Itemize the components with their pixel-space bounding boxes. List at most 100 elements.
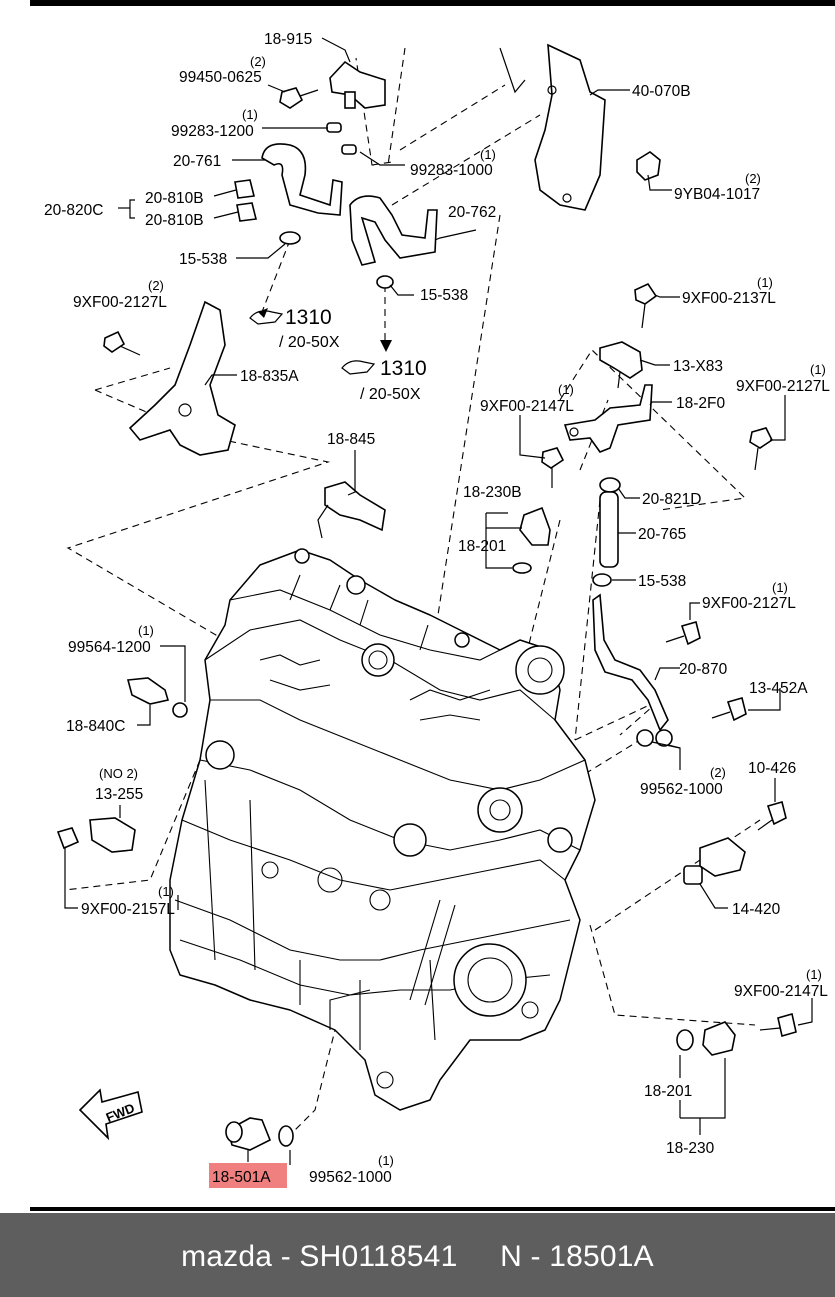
highlight-box (209, 1163, 287, 1188)
label-20-50X: / 20-50X (360, 386, 421, 403)
valve-14-420 (683, 837, 746, 885)
sensor-18-230 (702, 1021, 736, 1056)
bolt-9XF00-2137L (634, 282, 658, 329)
label-99564-1200: 99564-1200 (68, 639, 151, 656)
bracket-18-835A (128, 300, 236, 456)
label-15-538: 15-538 (638, 573, 686, 590)
label-14-420: 14-420 (732, 901, 781, 918)
sensor-18-230B (519, 506, 551, 546)
clips-20-810B (234, 179, 257, 222)
label-13-452A: 13-452A (749, 680, 808, 697)
label-20-810B: 20-810B (145, 212, 204, 229)
gasket-99562-1000-b (278, 1125, 294, 1147)
footer-bar: mazda - SH0118541 N - 18501A (0, 1213, 835, 1297)
label-20-765: 20-765 (638, 526, 686, 543)
label-18-201: 18-201 (458, 538, 506, 555)
bolt-9XF00-2127L-c (665, 621, 701, 646)
sensor-18-845 (317, 481, 386, 539)
label-qty: (1) (480, 147, 496, 162)
fwd-arrow (78, 1088, 143, 1141)
bolt-9XF00-2127L-a (103, 330, 141, 356)
sensor-13-X83 (599, 341, 643, 389)
label-18-915: 18-915 (264, 31, 312, 48)
label-99450-0625: 99450-0625 (179, 69, 262, 86)
nut-9YB04-1017 (636, 151, 661, 181)
label-15-538: 15-538 (420, 287, 468, 304)
leader-lines (64, 37, 813, 1165)
label-20-50X: / 20-50X (279, 334, 340, 351)
clamp-20-821D (599, 477, 621, 493)
bolt-9XF00-2157L (56, 827, 80, 850)
label-20-762: 20-762 (448, 204, 496, 221)
hose-20-762 (349, 195, 438, 266)
bracket-18-2F0 (563, 384, 653, 453)
clip-99283-1000 (341, 144, 357, 155)
sensor-18-501A (225, 1117, 272, 1151)
label-20-820C: 20-820C (44, 202, 103, 219)
sensor-13-255 (89, 817, 136, 853)
label-9XF00-2147L: 9XF00-2147L (734, 983, 828, 1000)
label-qty: (1) (138, 623, 154, 638)
labels: 18-915 (2) 99450-0625 (1) 99283-1200 20-… (44, 31, 830, 1186)
label-no2: (NO 2) (99, 766, 138, 781)
label-18-501A: 18-501A (212, 1169, 271, 1186)
bolt-9XF00-2147L-b (759, 1012, 797, 1038)
gaskets-99562-1000-a (636, 729, 673, 747)
label-20-810B: 20-810B (145, 190, 204, 207)
top-border (30, 0, 835, 6)
label-13-X83: 13-X83 (673, 358, 723, 375)
engine-block (169, 548, 596, 1111)
label-qty: (2) (710, 765, 726, 780)
label-qty: (1) (806, 967, 822, 982)
label-qty: (1) (757, 275, 773, 290)
label-9XF00-2137L: 9XF00-2137L (682, 290, 776, 307)
label-99562-1000: 99562-1000 (309, 1169, 392, 1186)
footer-title: mazda - SH0118541 N - 18501A (181, 1240, 654, 1273)
label-1310: 1310 (380, 357, 427, 380)
label-qty: (1) (158, 884, 174, 899)
parts-diagram: 18-915 (2) 99450-0625 (1) 99283-1200 20-… (44, 31, 830, 1188)
clip-99283-1200 (326, 122, 342, 133)
label-18-835A: 18-835A (240, 368, 299, 385)
label-10-426: 10-426 (748, 760, 796, 777)
pipe-20-870 (592, 593, 669, 732)
dashed-guides (64, 47, 761, 1131)
label-15-538: 15-538 (179, 251, 227, 268)
label-9XF00-2127L: 9XF00-2127L (702, 595, 796, 612)
label-qty: (1) (242, 107, 258, 122)
label-qty: (2) (745, 171, 761, 186)
label-18-201: 18-201 (644, 1083, 692, 1100)
label-13-255: 13-255 (95, 786, 143, 803)
bolt-13-452A (711, 697, 747, 722)
label-99283-1000: 99283-1000 (410, 162, 493, 179)
label-9XF00-2127L: 9XF00-2127L (736, 378, 830, 395)
label-qty: (2) (148, 278, 164, 293)
bolt-10-426 (757, 801, 787, 831)
label-20-870: 20-870 (679, 661, 728, 678)
oring-18-201-b (676, 1029, 694, 1051)
label-18-230: 18-230 (666, 1140, 715, 1157)
part-18-915 (329, 60, 386, 109)
label-20-821D: 20-821D (642, 491, 701, 508)
bolt-9XF00-2127L-b (749, 427, 774, 471)
label-9XF00-2147L: 9XF00-2147L (480, 398, 574, 415)
clamp-15-538-c (592, 573, 612, 587)
label-18-230B: 18-230B (463, 484, 522, 501)
label-99283-1200: 99283-1200 (171, 123, 254, 140)
bolt-99450-0625 (279, 87, 319, 109)
label-qty: (1) (810, 362, 826, 377)
hose-20-761 (261, 143, 343, 216)
bolt-9XF00-2147L-a (541, 447, 565, 488)
label-qty: (1) (558, 382, 574, 397)
label-18-845: 18-845 (327, 431, 375, 448)
bracket-40-070B (499, 43, 606, 211)
arrow-pointers (249, 308, 392, 375)
label-9XF00-2127L: 9XF00-2127L (73, 294, 167, 311)
label-qty: (1) (378, 1153, 394, 1168)
label-1310: 1310 (285, 306, 332, 329)
label-20-761: 20-761 (173, 153, 221, 170)
clamp-15-538-a (279, 231, 301, 245)
label-9YB04-1017: 9YB04-1017 (674, 186, 760, 203)
oring-18-201-a (512, 562, 532, 574)
label-qty: (2) (250, 54, 266, 69)
